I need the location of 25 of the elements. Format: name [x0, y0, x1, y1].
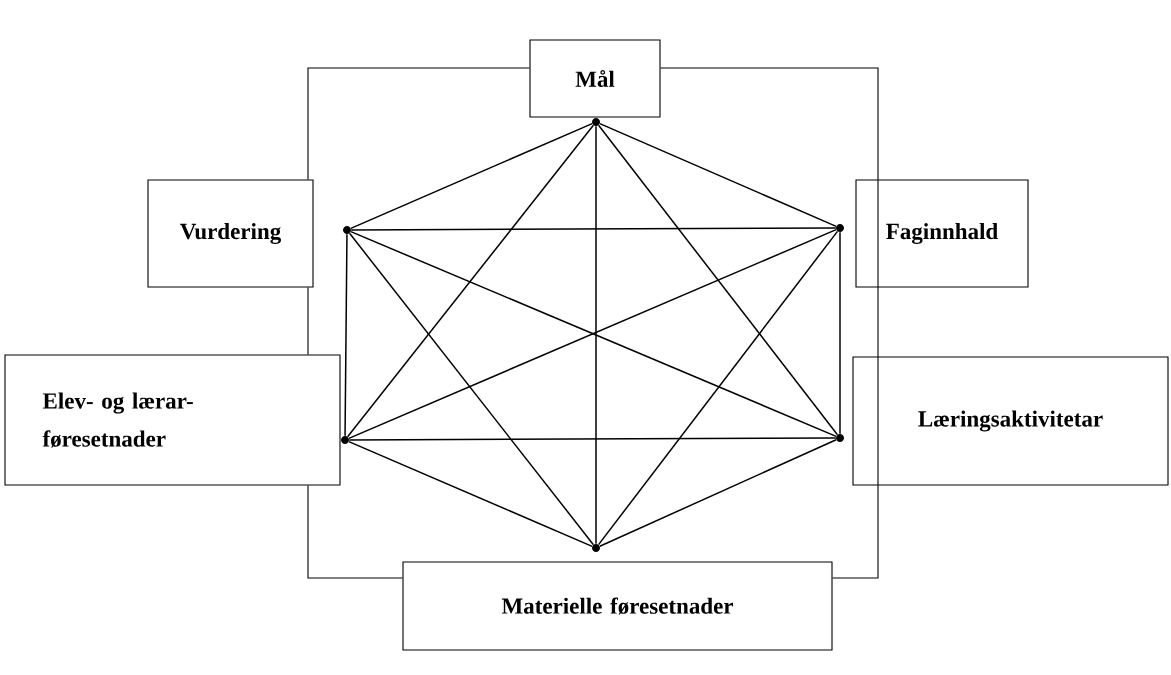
connector-line [346, 124, 595, 438]
connector-line [350, 122, 593, 230]
connector-line [597, 124, 839, 436]
connector-line [595, 125, 597, 545]
connector-line [599, 122, 837, 228]
text-box: Faginnhald [855, 179, 1029, 288]
connector-line [348, 440, 593, 548]
connector-line [599, 438, 837, 547]
text-box: Læringsaktivitetar [852, 356, 1169, 486]
text-box: Materielle føresetnader [402, 561, 833, 651]
connector-line [839, 231, 841, 435]
text-box: Mål [529, 39, 661, 118]
connector-line [832, 485, 879, 579]
connector-line [877, 178, 879, 487]
connector-line [348, 232, 595, 546]
connector-line [307, 485, 403, 579]
connector-line [660, 67, 879, 180]
connector-line [350, 227, 837, 231]
connector-line [344, 233, 348, 437]
connector-line [307, 67, 530, 180]
connector-line [597, 230, 839, 546]
text-box: Elev- og lærar-føresetnader [4, 354, 341, 486]
connector-line [307, 287, 309, 355]
text-box: Vurdering [147, 179, 314, 288]
connector-line [348, 437, 837, 441]
